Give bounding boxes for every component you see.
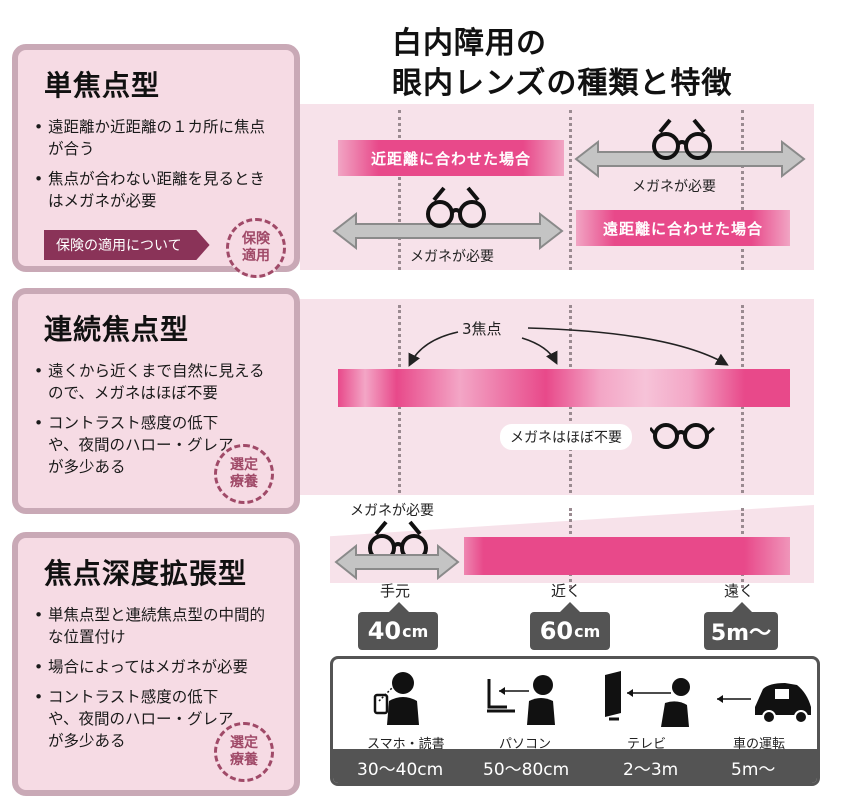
glasses-needed-left-label: メガネが必要 bbox=[410, 249, 494, 265]
stamp-line-2: 適用 bbox=[242, 248, 270, 264]
use-range-pc: 50〜80cm bbox=[483, 760, 570, 780]
distance-num-5m: 5m〜 bbox=[710, 621, 772, 646]
stamp-line-1: 選定 bbox=[230, 735, 258, 751]
use-range-phone: 30〜40cm bbox=[357, 760, 444, 780]
person-reading-phone-icon bbox=[373, 672, 419, 725]
dotted-line-40cm bbox=[398, 110, 401, 270]
title-line-2: 眼内レンズの種類と特徴 bbox=[392, 66, 733, 101]
use-range-car: 5m〜 bbox=[731, 760, 776, 780]
distance-word-near: 近く bbox=[551, 582, 582, 600]
three-focus-arrows bbox=[408, 327, 729, 367]
use-range-tv: 2〜3m bbox=[623, 760, 679, 780]
insurance-label: 保険の適用について bbox=[44, 230, 210, 260]
edof-bullet-2: 場合によってはメガネが必要 bbox=[34, 656, 278, 678]
stamp-line-1: 保険 bbox=[242, 231, 270, 247]
edof-bullet-3: コントラスト感度の低下や、夜間のハロー・グレアが多少ある bbox=[34, 686, 238, 752]
distance-box-5m: 5m〜 bbox=[704, 612, 778, 650]
double-arrow-right bbox=[574, 140, 806, 178]
glasses-icon bbox=[368, 520, 428, 562]
car-driving-icon bbox=[717, 683, 811, 724]
continuous-focus-card: 連続焦点型 遠くから近くまで自然に見えるので、メガネはほぼ不要 コントラスト感度… bbox=[12, 288, 300, 514]
distance-unit-cm: cm bbox=[402, 621, 429, 641]
use-label-phone: スマホ・読書 bbox=[367, 737, 445, 752]
distance-num-60: 60 bbox=[539, 617, 574, 645]
pointer-5m bbox=[732, 602, 752, 612]
dotted-line-60cm bbox=[569, 110, 572, 270]
single-focus-title: 単焦点型 bbox=[44, 69, 161, 102]
distance-word-far: 遠く bbox=[724, 582, 755, 600]
distance-num-40: 40 bbox=[367, 617, 402, 645]
stamp-line-1: 選定 bbox=[230, 457, 258, 473]
continuous-bullet-2: コントラスト感度の低下や、夜間のハロー・グレアが多少ある bbox=[34, 412, 238, 478]
near-focus-label: 近距離に合わせた場合 bbox=[338, 140, 564, 176]
insurance-stamp: 保険 適用 bbox=[226, 218, 286, 278]
title-line-1: 白内障用の bbox=[392, 26, 547, 61]
double-arrow-near bbox=[334, 544, 460, 580]
pointer-40cm bbox=[389, 602, 409, 612]
selected-therapy-stamp: 選定 療養 bbox=[214, 722, 274, 782]
person-at-computer-icon bbox=[487, 675, 555, 725]
glasses-icon bbox=[652, 118, 712, 160]
distance-unit-cm-2: cm bbox=[574, 621, 601, 641]
single-bullet-1: 遠距離か近距離の１カ所に焦点が合う bbox=[34, 116, 278, 160]
single-bullet-2: 焦点が合わない距離を見るときはメガネが必要 bbox=[34, 168, 278, 212]
distance-word-near-hand: 手元 bbox=[380, 582, 411, 600]
use-label-tv: テレビ bbox=[627, 737, 667, 752]
far-focus-label: 遠距離に合わせた場合 bbox=[576, 210, 790, 246]
double-arrow-left bbox=[332, 212, 564, 250]
glasses-icon bbox=[426, 186, 486, 228]
continuous-focus-title: 連続焦点型 bbox=[44, 313, 190, 346]
glasses-icon bbox=[650, 423, 715, 449]
stamp-line-2: 療養 bbox=[230, 474, 258, 490]
selected-therapy-stamp: 選定 療養 bbox=[214, 444, 274, 504]
person-watching-tv-icon bbox=[605, 671, 690, 727]
continuous-focus-bar bbox=[338, 369, 790, 407]
edof-glasses-needed-label: メガネが必要 bbox=[350, 503, 434, 519]
use-label-pc: パソコン bbox=[499, 737, 552, 752]
glasses-needed-right-label: メガネが必要 bbox=[632, 179, 716, 195]
usage-panel: スマホ・読書 パソコン テレビ 車の運転 30〜40cm 50〜80cm 2〜3… bbox=[330, 656, 820, 786]
use-label-car: 車の運転 bbox=[733, 737, 786, 752]
glasses-unneeded-label: メガネはほぼ不要 bbox=[500, 424, 632, 450]
three-focus-label: 3焦点 bbox=[462, 320, 502, 338]
stamp-line-2: 療養 bbox=[230, 752, 258, 768]
continuous-bullet-1: 遠くから近くまで自然に見えるので、メガネはほぼ不要 bbox=[34, 360, 278, 404]
usage-range-strip: 30〜40cm 50〜80cm 2〜3m 5m〜 bbox=[333, 749, 817, 783]
edof-bullet-1: 単焦点型と連続焦点型の中間的な位置付け bbox=[34, 604, 278, 648]
edof-card: 焦点深度拡張型 単焦点型と連続焦点型の中間的な位置付け 場合によってはメガネが必… bbox=[12, 532, 300, 796]
edof-focus-bar bbox=[464, 537, 790, 575]
pointer-60cm bbox=[560, 602, 580, 612]
edof-title: 焦点深度拡張型 bbox=[44, 557, 248, 590]
single-focus-card: 単焦点型 遠距離か近距離の１カ所に焦点が合う 焦点が合わない距離を見るときはメガ… bbox=[12, 44, 300, 278]
dotted-line-5m bbox=[741, 110, 744, 270]
